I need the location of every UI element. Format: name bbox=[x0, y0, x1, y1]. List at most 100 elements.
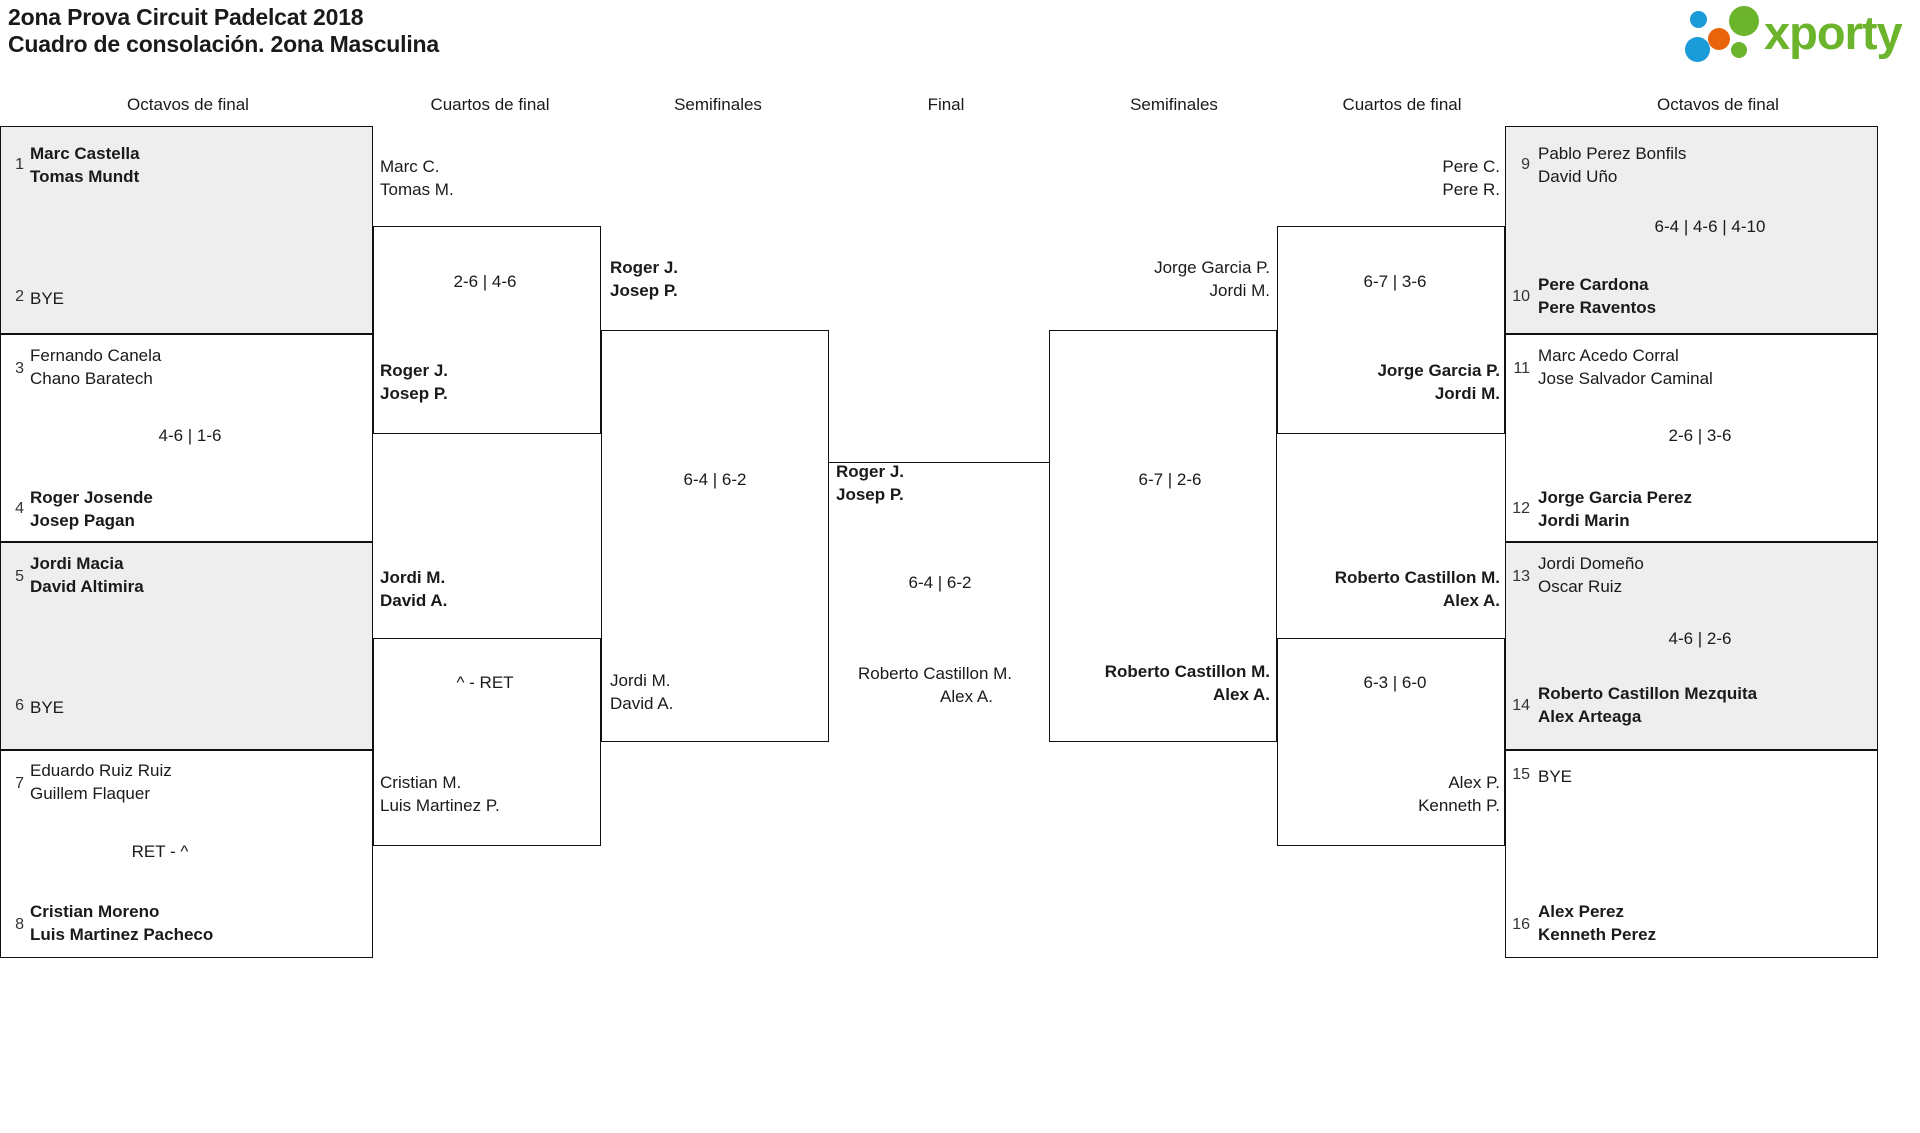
team-name[interactable]: Kenneth P. bbox=[1418, 796, 1500, 815]
match-box-right-r16-1[interactable] bbox=[1505, 334, 1878, 542]
round-label-left-r16: Octavos de final bbox=[127, 95, 249, 114]
team-name[interactable]: Jordi M. bbox=[610, 671, 671, 690]
team-name[interactable]: Pere R. bbox=[1442, 180, 1500, 199]
team-name[interactable]: BYE bbox=[30, 289, 65, 308]
match-box-right-r16-0[interactable] bbox=[1505, 126, 1878, 334]
title-line-2: Cuadro de consolación. 2ona Masculina bbox=[8, 31, 439, 57]
team-name[interactable]: Alex A. bbox=[1442, 591, 1500, 610]
team-name[interactable]: David A. bbox=[380, 591, 448, 610]
team-name[interactable]: Luis Martinez Pacheco bbox=[30, 925, 214, 944]
team-name[interactable]: Pere C. bbox=[1442, 157, 1500, 176]
connector-left-sf-0 bbox=[601, 330, 829, 742]
match-box-right-r16-3[interactable] bbox=[1505, 750, 1878, 958]
team-name[interactable]: Jordi M. bbox=[1434, 384, 1500, 403]
connector-right-qf-1 bbox=[1277, 638, 1505, 846]
team-name[interactable]: Roberto Castillon M. bbox=[1334, 568, 1500, 587]
team-name[interactable]: Josep Pagan bbox=[30, 511, 135, 530]
team-name[interactable]: Eduardo Ruiz Ruiz bbox=[30, 761, 172, 780]
team-name[interactable]: Cristian M. bbox=[380, 773, 462, 792]
team-name[interactable]: Kenneth Perez bbox=[1538, 925, 1657, 944]
match-score: 4-6 | 1-6 bbox=[158, 426, 222, 445]
team-name[interactable]: Alex A. bbox=[940, 687, 993, 706]
seed-number: 13 bbox=[1512, 568, 1530, 585]
team-name[interactable]: Roger J. bbox=[610, 258, 679, 277]
logo-dot-green-small bbox=[1731, 42, 1747, 58]
team-name[interactable]: Chano Baratech bbox=[30, 369, 153, 388]
match-score: 6-7 | 3-6 bbox=[1363, 272, 1427, 291]
team-name[interactable]: Roberto Castillon Mezquita bbox=[1538, 684, 1758, 703]
team-name[interactable]: Luis Martinez P. bbox=[380, 796, 500, 815]
team-name[interactable]: David A. bbox=[610, 694, 674, 713]
page-title: 2ona Prova Circuit Padelcat 2018 Cuadro … bbox=[8, 4, 439, 58]
team-name[interactable]: Josep P. bbox=[380, 384, 448, 403]
team-name[interactable]: Jorge Garcia P. bbox=[1154, 258, 1270, 277]
match-score: 6-7 | 2-6 bbox=[1138, 470, 1202, 489]
team-name[interactable]: Tomas M. bbox=[380, 180, 454, 199]
connector-right-qf-0 bbox=[1277, 226, 1505, 434]
team-name[interactable]: Pere Raventos bbox=[1538, 298, 1657, 317]
team-name[interactable]: Cristian Moreno bbox=[30, 902, 160, 921]
team-name[interactable]: Roberto Castillon M. bbox=[1104, 662, 1270, 681]
title-line-1: 2ona Prova Circuit Padelcat 2018 bbox=[8, 4, 364, 30]
seed-number: 5 bbox=[15, 568, 24, 585]
team-name[interactable]: BYE bbox=[30, 698, 65, 717]
team-name[interactable]: Roger J. bbox=[380, 361, 449, 380]
team-name[interactable]: BYE bbox=[1538, 767, 1573, 786]
round-label-left-qf: Cuartos de final bbox=[430, 95, 550, 114]
team-name[interactable]: Alex A. bbox=[1212, 685, 1270, 704]
seed-number: 10 bbox=[1512, 288, 1530, 305]
logo-dot-orange bbox=[1708, 28, 1730, 50]
team-name[interactable]: Guillem Flaquer bbox=[30, 784, 150, 803]
team-name[interactable]: Jose Salvador Caminal bbox=[1538, 369, 1713, 388]
team-name[interactable]: Oscar Ruiz bbox=[1538, 577, 1623, 596]
team-name[interactable]: David Uño bbox=[1538, 167, 1618, 186]
team-name[interactable]: Jordi Marin bbox=[1538, 511, 1630, 530]
match-box-left-r16-0[interactable] bbox=[0, 126, 373, 334]
match-score-final: 6-4 | 6-2 bbox=[908, 573, 972, 592]
team-name[interactable]: Alex Arteaga bbox=[1538, 707, 1642, 726]
match-score: RET - ^ bbox=[131, 842, 189, 861]
team-name[interactable]: Pablo Perez Bonfils bbox=[1538, 144, 1687, 163]
team-name[interactable]: Josep P. bbox=[610, 281, 678, 300]
team-name[interactable]: Fernando Canela bbox=[30, 346, 162, 365]
seed-number: 4 bbox=[15, 500, 24, 517]
team-name[interactable]: Jordi M. bbox=[380, 568, 446, 587]
match-box-left-r16-2[interactable] bbox=[0, 542, 373, 750]
team-name[interactable]: Roberto Castillon M. bbox=[858, 664, 1013, 683]
team-name[interactable]: Marc C. bbox=[380, 157, 440, 176]
match-box-left-r16-1[interactable] bbox=[0, 334, 373, 542]
round-label-right-qf: Cuartos de final bbox=[1342, 95, 1462, 114]
team-name[interactable]: Alex Perez bbox=[1538, 902, 1624, 921]
team-name[interactable]: David Altimira bbox=[30, 577, 144, 596]
team-name[interactable]: Tomas Mundt bbox=[30, 167, 140, 186]
match-score: 6-3 | 6-0 bbox=[1363, 673, 1427, 692]
team-name[interactable]: Jordi Domeño bbox=[1538, 554, 1644, 573]
team-name[interactable]: Marc Castella bbox=[30, 144, 140, 163]
seed-number: 14 bbox=[1512, 697, 1530, 714]
connector-right-sf-0 bbox=[1049, 330, 1277, 742]
round-label-final: Final bbox=[927, 95, 965, 114]
seed-number: 3 bbox=[15, 360, 24, 377]
team-name[interactable]: Jordi Macia bbox=[30, 554, 124, 573]
match-score: ^ - RET bbox=[456, 673, 514, 692]
match-box-right-r16-2[interactable] bbox=[1505, 542, 1878, 750]
team-name-champion[interactable]: Josep P. bbox=[836, 485, 904, 504]
logo-dot-blue-small bbox=[1690, 11, 1707, 28]
match-score: 2-6 | 4-6 bbox=[453, 272, 517, 291]
team-name[interactable]: Jordi M. bbox=[1209, 281, 1270, 300]
match-score: 6-4 | 6-2 bbox=[683, 470, 747, 489]
team-name[interactable]: Pere Cardona bbox=[1538, 275, 1649, 294]
match-score: 4-6 | 2-6 bbox=[1668, 629, 1732, 648]
seed-number: 8 bbox=[15, 916, 24, 933]
team-name[interactable]: Jorge Garcia P. bbox=[1377, 361, 1500, 380]
team-name[interactable]: Alex P. bbox=[1448, 773, 1500, 792]
xporty-logo[interactable]: xporty bbox=[1680, 4, 1912, 64]
team-name[interactable]: Jorge Garcia Perez bbox=[1538, 488, 1693, 507]
match-box-left-r16-3[interactable] bbox=[0, 750, 373, 958]
connector-left-qf-1 bbox=[373, 638, 601, 846]
team-name-champion[interactable]: Roger J. bbox=[836, 462, 905, 481]
team-name[interactable]: Roger Josende bbox=[30, 488, 153, 507]
seed-number: 6 bbox=[15, 697, 24, 714]
team-name[interactable]: Marc Acedo Corral bbox=[1538, 346, 1679, 365]
